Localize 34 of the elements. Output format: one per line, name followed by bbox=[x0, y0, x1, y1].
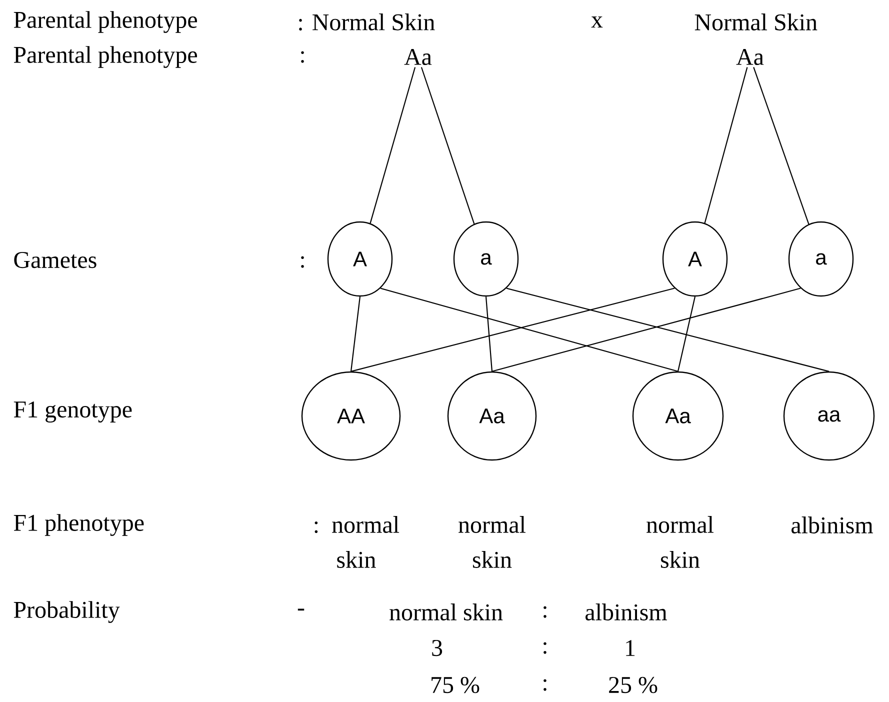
percentage: 75 % bbox=[432, 676, 480, 694]
row-label: Gametes bbox=[14, 252, 96, 268]
cross-line bbox=[677, 296, 696, 372]
genotype-text: Aa bbox=[404, 48, 432, 66]
cross-line bbox=[753, 67, 810, 224]
cross-line bbox=[485, 296, 493, 372]
cross-line bbox=[370, 67, 416, 224]
phenotype-text: : Normal Skin bbox=[299, 14, 435, 30]
colon: : bbox=[544, 642, 546, 654]
ratio-text: normal skin bbox=[390, 604, 503, 620]
dash: - bbox=[298, 608, 304, 611]
colon: : bbox=[301, 256, 304, 268]
cross-line bbox=[350, 296, 361, 372]
row-label: Parental phenotype bbox=[14, 11, 197, 33]
phenotype-text: normal skin bbox=[646, 516, 714, 568]
phenotype-text: : normal skin bbox=[314, 516, 400, 568]
phenotype-text: Normal Skin bbox=[694, 14, 818, 30]
row-label: F1 genotype bbox=[14, 402, 132, 423]
cross-line bbox=[704, 67, 748, 224]
ratio-number: 3 bbox=[432, 640, 442, 656]
row-label: Parental phenotype bbox=[14, 46, 197, 68]
cross-sign: x bbox=[591, 16, 603, 28]
phenotype-text: normal skin bbox=[458, 516, 526, 568]
colon: : bbox=[301, 51, 304, 63]
colon: : bbox=[544, 606, 546, 618]
colon: : bbox=[544, 679, 546, 691]
row-label: Probability bbox=[14, 601, 120, 623]
cross-line bbox=[420, 67, 475, 224]
percentage: 25 % bbox=[609, 676, 658, 694]
ratio-text: albinism bbox=[586, 604, 667, 620]
ratio-number: 1 bbox=[626, 640, 635, 656]
row-label: F1 phenotype bbox=[14, 514, 144, 536]
genotype-text: Aa bbox=[736, 48, 764, 66]
phenotype-text: albinism bbox=[792, 516, 873, 534]
